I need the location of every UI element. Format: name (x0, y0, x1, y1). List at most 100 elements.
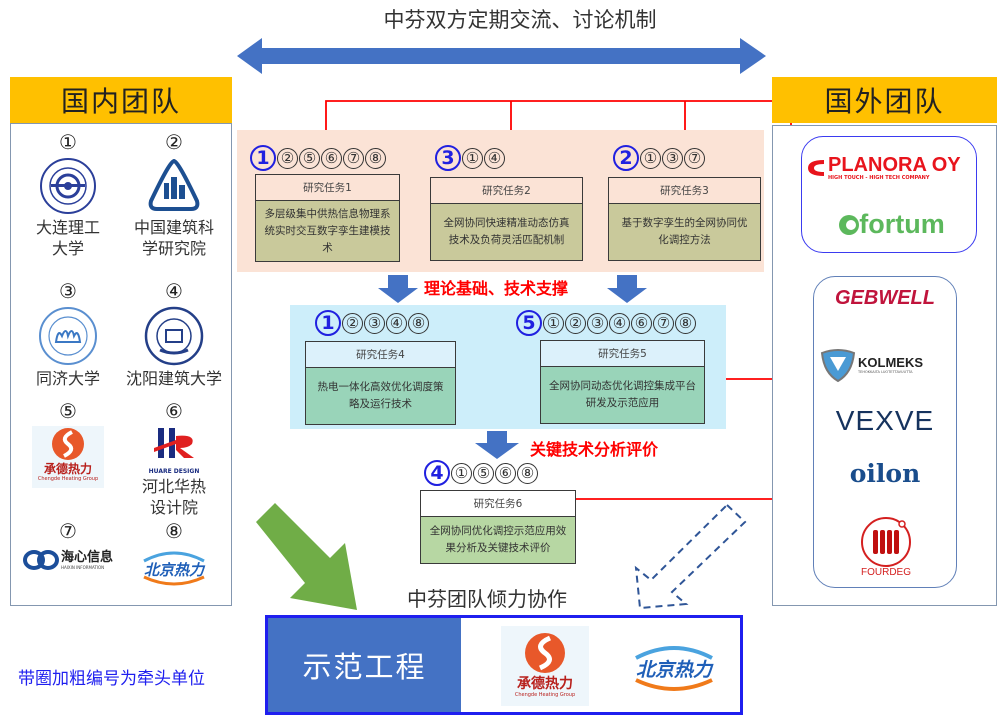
foreign-team-panel: PLANORA OY HIGH TOUCH - HIGH TECH COMPAN… (772, 125, 997, 606)
member-unit-number: ④ (484, 147, 505, 169)
member-unit-number: ② (277, 147, 298, 169)
domestic-member-8: ⑧ 北京热力 (119, 519, 229, 589)
member-number: ① (59, 130, 77, 154)
planora-tagline: HIGH TOUCH - HIGH TECH COMPANY (828, 175, 930, 181)
member-number: ⑥ (165, 399, 183, 423)
shenyang-jianzhu-seal-icon (144, 306, 204, 366)
kolmeks-name: KOLMEKS (858, 354, 923, 370)
task-title: 研究任务6 (421, 491, 575, 517)
member-number: ⑤ (59, 399, 77, 423)
planora-c-icon (808, 160, 824, 176)
chengde-logo-text: 承德热力 (43, 462, 92, 476)
member-name: 中国建筑科 (133, 218, 214, 237)
domestic-team-header: 国内团队 (10, 77, 232, 123)
lead-unit-note: 带圈加粗编号为牵头单位 (18, 669, 205, 689)
task-box-5: 研究任务5 全网协同动态优化调控集成平台研发及示范应用 (540, 340, 705, 424)
flame-circle-icon (52, 428, 84, 460)
member-name-line2: 设计院 (149, 498, 198, 517)
task-box-3: 研究任务3 基于数字孪生的全网协同优化调控方法 (608, 177, 761, 261)
member-number: ⑦ (59, 519, 77, 543)
theory-support-label: 理论基础、技术支撑 (424, 279, 569, 298)
planora-name: PLANORA OY (828, 154, 961, 176)
task5-leaders: 5 ① ② ③ ④ ⑥ ⑦ ⑧ (516, 310, 697, 336)
task1-leaders: 1 ② ⑤ ⑥ ⑦ ⑧ (250, 145, 387, 171)
lead-unit-number: 1 (315, 310, 341, 336)
haixin-knot-icon (22, 550, 59, 570)
domestic-member-1: ① 大连理工 大学 (13, 130, 123, 259)
down-arrow-right (607, 275, 647, 303)
beijing-heating-logo-text: 北京热力 (143, 561, 204, 579)
task-description: 热电一体化高效优化调度策略及运行技术 (306, 368, 455, 424)
lead-unit-number: 2 (613, 145, 639, 171)
gebwell-logo: GEBWELL (835, 287, 935, 309)
task-description: 多层级集中供热信息物理系统实时交互数字孪生建模技术 (256, 201, 399, 261)
domestic-team-panel: ① 大连理工 大学 ② 中国建筑科 学研究院 ③ 同济大学 (10, 123, 232, 606)
member-unit-number: ⑦ (684, 147, 705, 169)
task3-leaders: 2 ① ③ ⑦ (613, 145, 706, 171)
member-unit-number: ⑤ (473, 462, 494, 484)
planora-logo: PLANORA OY HIGH TOUCH - HIGH TECH COMPAN… (806, 155, 974, 181)
lead-unit-number: 5 (516, 310, 542, 336)
task6-leaders: 4 ① ⑤ ⑥ ⑧ (424, 460, 539, 486)
foreign-team-title: 国外团队 (824, 85, 945, 118)
member-name: 河北华热 (141, 477, 206, 496)
beijing-heating-swoosh-icon (635, 646, 713, 691)
demo-project-label: 示范工程 (302, 650, 427, 684)
collaboration-label: 中芬团队倾力协作 (407, 587, 567, 611)
member-number: ② (165, 130, 183, 154)
fourdeg-name: FOURDEG (861, 567, 911, 578)
domestic-member-7: ⑦ 海心信息 HAIXIN INFORMATION (11, 519, 125, 571)
fortum-name: fortum (859, 209, 945, 239)
dalian-university-seal-icon (40, 158, 96, 214)
fourdeg-radiator-icon (861, 517, 911, 567)
cabr-triangle-logo-icon (148, 158, 200, 211)
task-description: 全网协同动态优化调控集成平台研发及示范应用 (541, 367, 704, 423)
domestic-member-5: ⑤ 承德热力 Chengde Heating Group (13, 399, 123, 488)
member-unit-number: ⑥ (495, 462, 516, 484)
task-box-2: 研究任务2 全网协同快速精准动态仿真技术及负荷灵活匹配机制 (430, 177, 583, 261)
member-number: ④ (165, 279, 183, 303)
foreign-group-2: GEBWELL KOLMEKS TEHOKKAITA LUOTETTAVUUTT… (813, 276, 957, 588)
demo-beijing-text: 北京热力 (635, 659, 712, 681)
member-unit-number: ⑥ (321, 147, 342, 169)
task-title: 研究任务4 (306, 342, 455, 368)
dashed-diagonal-arrow (634, 503, 747, 610)
beijing-heating-logo: 北京热力 (138, 547, 210, 589)
member-number: ⑧ (165, 519, 183, 543)
oilon-logo: oilon (849, 459, 921, 488)
task-top-bracket (325, 100, 791, 130)
task-description: 基于数字孪生的全网协同优化调控方法 (609, 204, 760, 260)
member-unit-number: ① (451, 462, 472, 484)
member-unit-number: ② (342, 312, 363, 334)
huare-logo-subtext: HUARE DESIGN (148, 468, 200, 475)
task-title: 研究任务5 (541, 341, 704, 367)
domestic-member-2: ② 中国建筑科 学研究院 (119, 130, 229, 259)
member-name-line2: 大学 (51, 239, 84, 258)
domestic-member-3: ③ 同济大学 (13, 279, 123, 389)
lead-unit-number: 1 (250, 145, 276, 171)
task-description: 全网协同快速精准动态仿真技术及负荷灵活匹配机制 (431, 204, 582, 260)
lead-unit-number: 3 (435, 145, 461, 171)
down-arrow-center (475, 431, 519, 459)
kolmeks-logo: KOLMEKS TEHOKKAITA LUOTETTAVUUTTA (820, 347, 952, 383)
member-unit-number: ⑧ (675, 312, 696, 334)
member-unit-number: ⑧ (517, 462, 538, 484)
exchange-mechanism-title: 中芬双方定期交流、讨论机制 (383, 8, 657, 32)
haixin-logo-subtext: HAIXIN INFORMATION (60, 564, 105, 570)
foreign-team-header: 国外团队 (772, 77, 997, 123)
member-unit-number: ④ (609, 312, 630, 334)
member-number: ③ (59, 279, 77, 303)
domestic-member-6: ⑥ HUARE DESIGN 河北华热 设计院 (119, 399, 229, 518)
member-unit-number: ① (640, 147, 661, 169)
huare-design-logo-icon (154, 428, 194, 458)
member-unit-number: ⑤ (299, 147, 320, 169)
member-unit-number: ⑦ (343, 147, 364, 169)
task-title: 研究任务3 (609, 178, 760, 204)
member-unit-number: ⑧ (365, 147, 386, 169)
chengde-heating-logo: 承德热力 Chengde Heating Group (32, 426, 104, 488)
member-name-line2: 学研究院 (141, 239, 206, 258)
member-name: 同济大学 (35, 369, 100, 388)
member-unit-number: ⑧ (408, 312, 429, 334)
demo-chengde-logo: 承德热力 Chengde Heating Group (501, 626, 589, 706)
demo-chengde-subtext: Chengde Heating Group (514, 692, 576, 698)
